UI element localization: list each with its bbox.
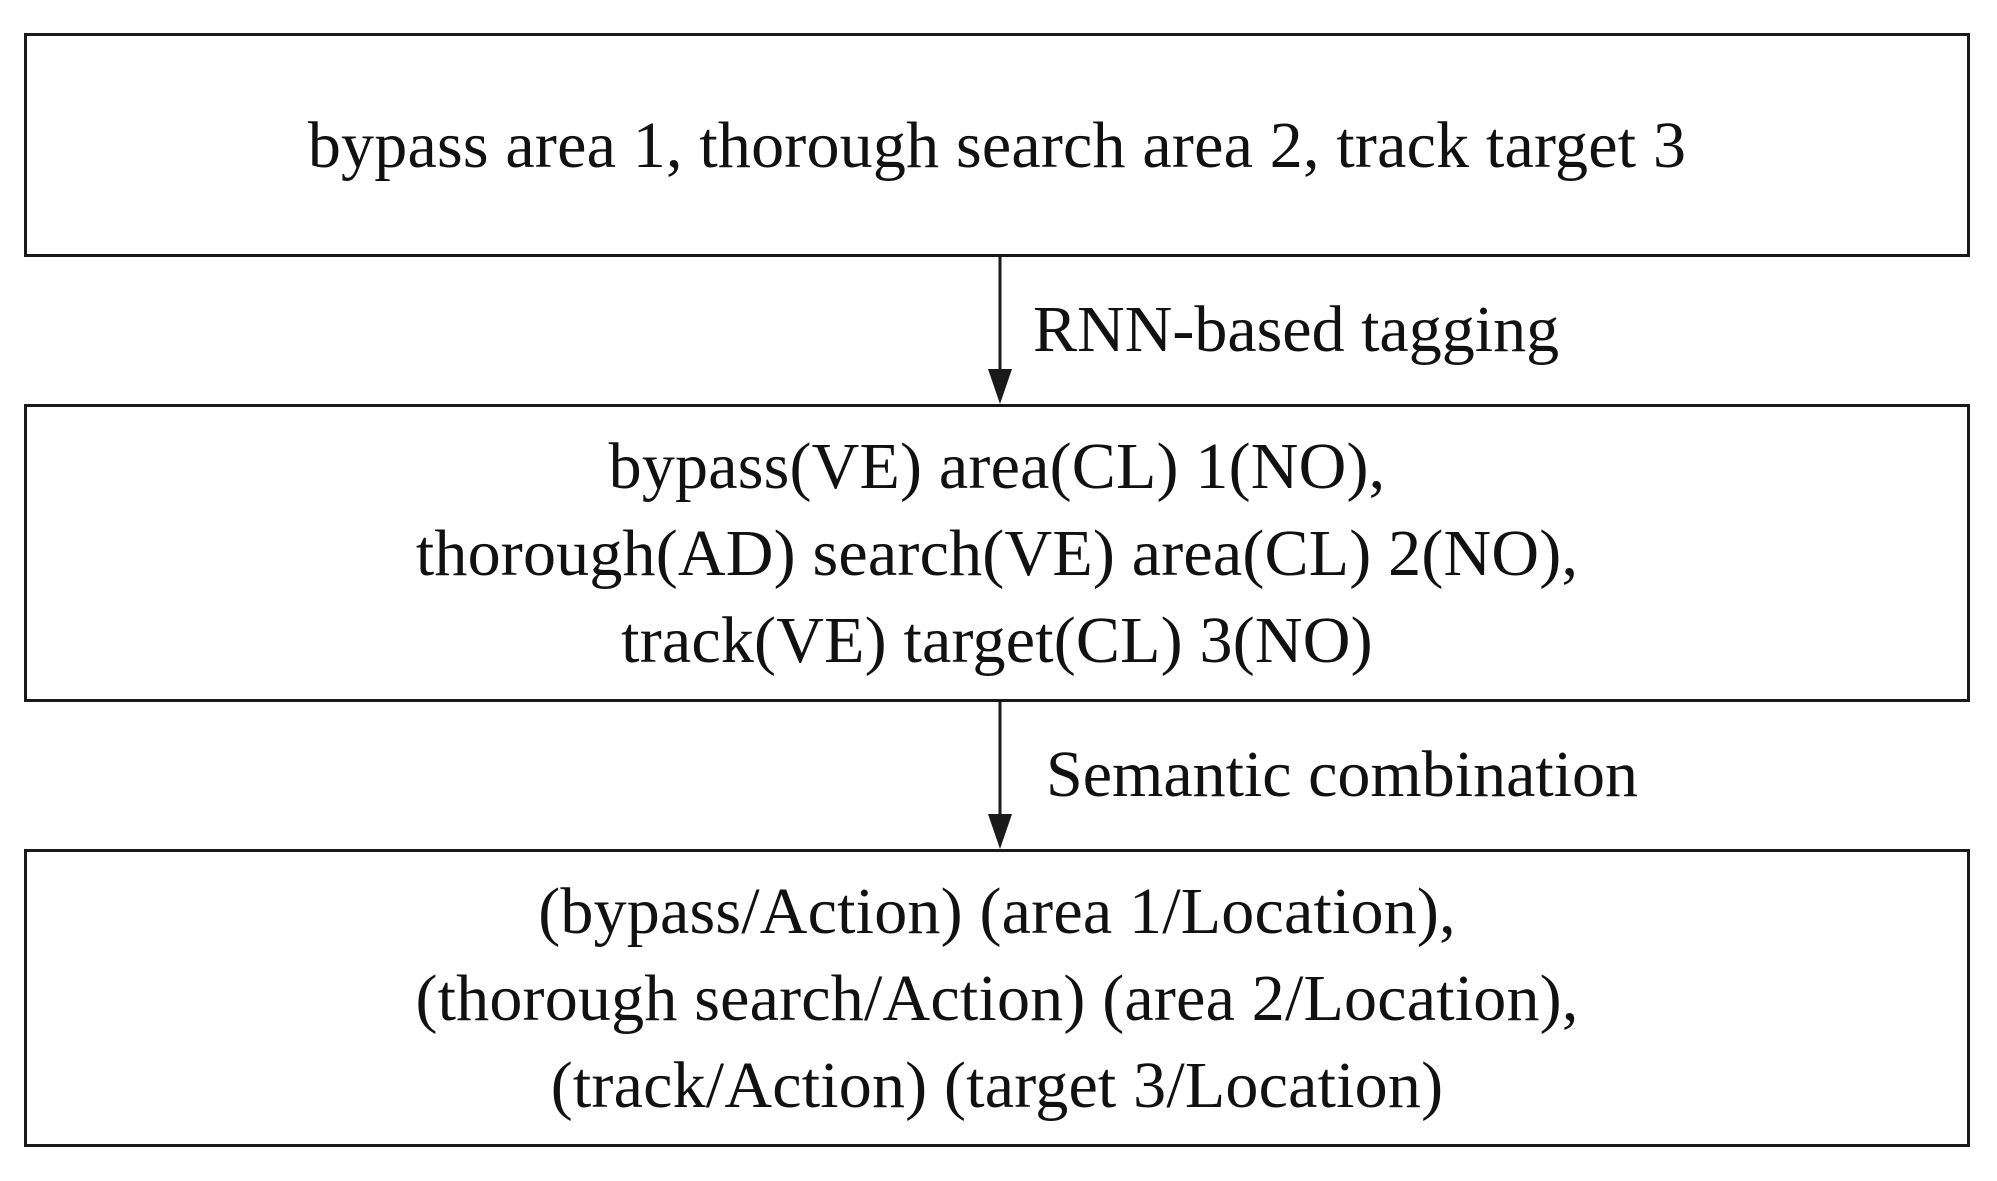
combination-arrow (985, 702, 1015, 849)
down-arrow-icon (988, 702, 1012, 849)
tagged-line-1: bypass(VE) area(CL) 1(NO), (608, 429, 1386, 503)
semantic-combination-box: (bypass/Action) (area 1/Location), (thor… (24, 849, 1970, 1147)
tagged-words-box: bypass(VE) area(CL) 1(NO), thorough(AD) … (24, 404, 1970, 702)
tagged-line-2: thorough(AD) search(VE) area(CL) 2(NO), (415, 516, 1579, 590)
combination-step-label: Semantic combination (1046, 738, 1639, 811)
input-sentence-box: bypass area 1, thorough search area 2, t… (24, 33, 1970, 257)
tagging-arrow (985, 257, 1015, 404)
combined-line-3: (track/Action) (target 3/Location) (550, 1048, 1444, 1122)
tagged-line-3: track(VE) target(CL) 3(NO) (621, 603, 1373, 677)
combined-line-1: (bypass/Action) (area 1/Location), (538, 874, 1456, 948)
combined-line-2: (thorough search/Action) (area 2/Locatio… (415, 961, 1579, 1035)
down-arrow-icon (988, 257, 1012, 404)
tagging-step-label: RNN-based tagging (1033, 293, 1560, 366)
input-sentence-text: bypass area 1, thorough search area 2, t… (307, 108, 1687, 182)
